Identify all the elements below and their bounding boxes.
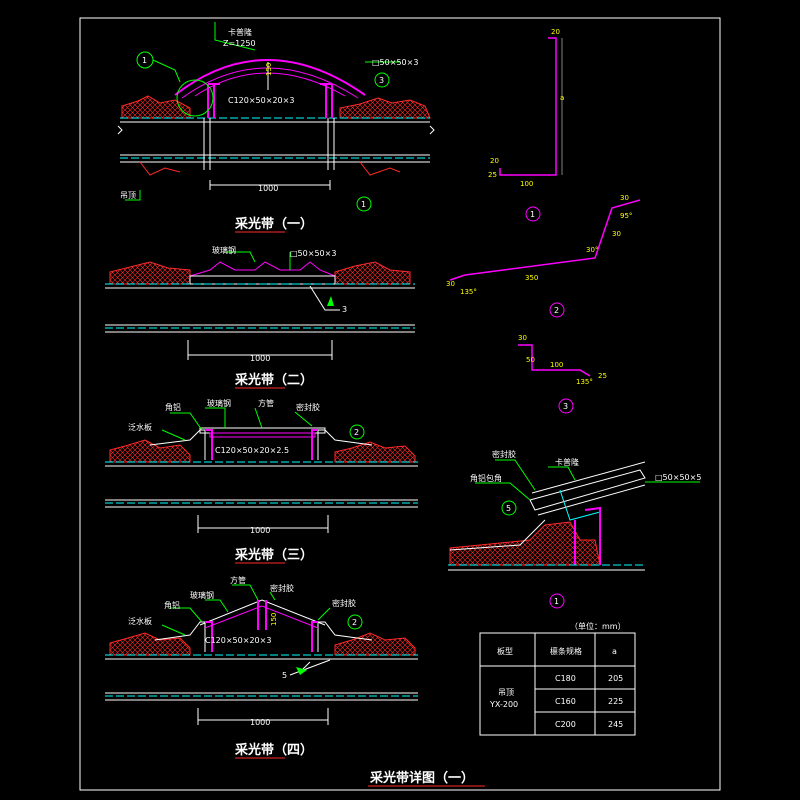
part2-30b-dim: 30	[612, 230, 621, 238]
s3-flashing-label: 泛水板	[128, 422, 152, 432]
s3-span-dim: 1000	[250, 526, 270, 535]
sheet-title: 采光带详图（一）	[369, 770, 474, 786]
s4-title: 采光带（四）	[234, 742, 313, 758]
s4-tube-label: 方管	[230, 575, 246, 585]
detail-label: 1	[554, 597, 559, 606]
s4-sealant2-label: 密封胶	[332, 598, 356, 608]
s2-span-dim: 1000	[250, 354, 270, 363]
s4-slope-label: 5	[282, 671, 287, 680]
s2-title: 采光带（二）	[234, 372, 313, 388]
part3-top-dim: 30	[518, 334, 527, 342]
s3-angle-label: 角铝	[165, 402, 181, 412]
part-2-profile	[449, 199, 641, 318]
part2-deg3: 135°	[460, 288, 477, 296]
detail-1-drawing	[448, 459, 700, 609]
part1-var-dim: a	[560, 94, 564, 102]
table-row-1-a: 225	[608, 697, 623, 706]
table-unit: （单位：mm）	[570, 621, 626, 631]
detail-edge-label: 角铝包角	[470, 473, 502, 483]
s3-tube-label: 方管	[258, 398, 274, 408]
part2-len-dim: 350	[525, 274, 538, 282]
s4-glass-label: 玻璃钢	[190, 590, 214, 600]
table-row-2-spec: C200	[555, 720, 576, 729]
s1-purlin-label: 吊顶	[120, 191, 136, 200]
table-header-2: a	[612, 647, 617, 656]
part3-deg: 135°	[576, 378, 593, 386]
part2-end-dim: 30	[620, 194, 629, 202]
s1-span-dim: 1000	[258, 184, 278, 193]
table-group-0: 吊顶	[498, 688, 514, 697]
table-header-1: 檩条规格	[550, 646, 582, 656]
part-1-profile	[499, 37, 563, 222]
table-row-2-a: 245	[608, 720, 623, 729]
part1-top-dim: 20	[551, 28, 560, 36]
part3-label: 3	[563, 402, 568, 411]
s3-callout: 2	[354, 428, 359, 437]
section-4-drawing	[105, 584, 418, 759]
spec-table	[479, 632, 636, 736]
part1-base-dim: 100	[520, 180, 533, 188]
detail-callout: 5	[506, 504, 511, 513]
s2-top-label: 玻璃钢	[212, 245, 236, 255]
part2-deg2: 30°	[586, 246, 598, 254]
part2-label: 2	[554, 306, 559, 315]
s2-slope-label: 3	[342, 305, 347, 314]
part2-deg1: 95°	[620, 212, 632, 220]
s1-top-label: 卡普隆	[228, 27, 252, 37]
part1-corner-dim: 25	[488, 171, 497, 179]
part1-label: 1	[530, 210, 535, 219]
s1-callout-left: 1	[142, 56, 147, 65]
s3-channel-label: C120×50×20×2.5	[215, 446, 289, 455]
s1-title: 采光带（一）	[234, 216, 313, 232]
roof-panel-hatch	[121, 95, 191, 119]
section-3-drawing	[105, 407, 418, 564]
s1-channel-label: C120×50×20×3	[228, 96, 294, 105]
table-row-1-spec: C160	[555, 697, 576, 706]
s1-bubble: 1	[361, 200, 366, 209]
s3-glass-label: 玻璃钢	[207, 398, 231, 408]
drawing-frame	[79, 17, 721, 791]
table-group-1: YX-200	[489, 700, 518, 709]
s1-callout-right: 3	[379, 76, 384, 85]
s2-tube-label: □50×50×3	[290, 249, 336, 258]
table-header-0: 板型	[497, 646, 513, 656]
s1-tube-label: □50×50×3	[372, 58, 418, 67]
detail-top-label: 卡普隆	[555, 457, 579, 467]
s4-angle-label: 角铝	[164, 600, 180, 610]
s3-title: 采光带（三）	[234, 547, 313, 563]
part3-len-dim: 100	[550, 361, 563, 369]
detail-sealant-label: 密封胶	[492, 449, 516, 459]
s1-z-label: Z=1250	[223, 39, 256, 48]
s4-sealant1-label: 密封胶	[270, 583, 294, 593]
s4-callout: 2	[352, 618, 357, 627]
s4-flashing-label: 泛水板	[128, 616, 152, 626]
part3-end-dim: 25	[598, 372, 607, 380]
table-row-0-spec: C180	[555, 674, 576, 683]
part1-foot-dim: 20	[490, 157, 499, 165]
s3-sealant-label: 密封胶	[296, 402, 320, 412]
section-1-drawing	[117, 22, 435, 233]
section-2-drawing	[105, 251, 415, 389]
s4-rise-dim: 150	[270, 613, 278, 626]
s4-channel-label: C120×50×20×3	[205, 636, 271, 645]
part2-left-dim: 30	[446, 280, 455, 288]
detail-tube-label: □50×50×5	[655, 473, 701, 482]
part3-h-dim: 50	[526, 356, 535, 364]
part-3-profile	[518, 344, 591, 414]
table-row-0-a: 205	[608, 674, 623, 683]
s1-rise-dim: 150	[265, 63, 273, 76]
s4-span-dim: 1000	[250, 718, 270, 727]
